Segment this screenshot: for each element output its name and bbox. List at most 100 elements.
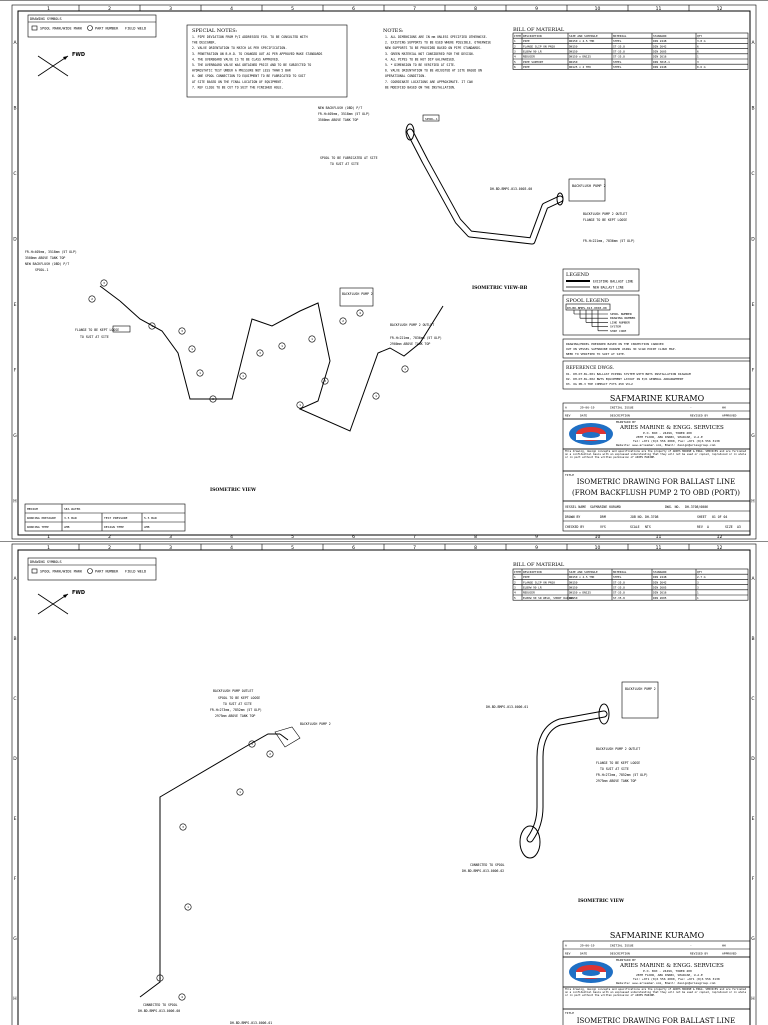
mid-label-outlet: BACKFLUSH PUMP 2 OUTLET [390,323,434,327]
left-label-suit: TO SUIT AT SITE [80,335,109,339]
revision-header: DATE [580,952,587,956]
col-number-bottom: 3 [169,534,172,540]
part-number-bubble [184,903,192,911]
row-letter: C [13,171,16,177]
col-number: 7 [413,545,416,551]
label-dims-right: FR-H=221mm, 7836mm (5T OLP) [583,239,635,243]
bom-cell: 6 [697,50,699,54]
revision-header: DESCRIPTION [610,952,630,956]
part-number-bubble [266,750,274,758]
disclaimer: This drawing, design concepts and specif… [565,450,747,459]
bom-cell: DIN 2448 [653,575,667,579]
symbol-field-weld: FIELD WELD [125,27,146,31]
special-note-line-3: 3. PENETRATION ON B.H.D. TO CHANGED OUT … [192,52,323,56]
ship-name: SAFMARINE KURAMO [610,394,705,403]
row-letter-right: C [751,171,754,177]
col-number: 5 [291,545,294,551]
row-letter-right: A [751,576,755,582]
company-name: ARIES MARINE & ENGG. SERVICES [619,425,724,431]
north-label-2: FWD [72,590,85,596]
bom-cell: ST-35.8 [613,580,625,584]
spool-1-tag: SPOOL-1 [425,117,438,121]
part-number-text: 1 [187,905,189,909]
part-number-bubble [356,309,364,317]
bom-header: MATERIAL [613,570,627,574]
bom-cell: FLANGE SLIP ON PN10 [523,44,555,48]
revision-cell: - [690,406,692,410]
bom-cell: ELBOW 90 LR [523,50,542,54]
special-note-line-0: 1. PIPE DEVIATION FROM P/I ADDRESSED FIN… [192,35,308,39]
part-number-text: 3 [103,281,105,285]
s2-label-connected-2: CONNECTED TO SPOOL [470,863,505,867]
row-letter: G [13,433,17,439]
bom-cell: DIN 2448 [653,65,667,69]
footer-job: DH-3708 [645,515,659,519]
footer-vessel: SAFMARINE KURAMO [590,505,621,509]
bom-cell: 5 [514,60,516,64]
col-number-bottom: 12 [717,534,723,540]
drawing-note-line-1: OUT ON VESSEL SAFMARINE KURAMO USING 3D … [566,347,676,351]
north-label: FWD [72,52,85,58]
row-letter: G [13,936,17,942]
bom-header: STANDARD [653,570,667,574]
part-number-text: 2 [342,319,344,323]
footer-scale_label: SCALE [630,525,640,529]
revision-cell: A [565,406,567,410]
footer-size: A3 [737,525,741,529]
left-label-tank: 3500mm ABOVE TANK TOP [25,256,65,260]
part-number-bubble [178,993,186,1001]
drawing-title-line-2: (FROM BACKFLUSH PUMP 2 TO OBD (PORT)) [572,489,740,497]
col-number-bottom: 2 [108,534,111,540]
spool-legend-box: SPOOL LEGEND DH-BD-BMPS-013-0003-00 SPOO… [562,294,640,336]
bom-cell: 3 [697,580,699,584]
bom-cell: 3 [697,60,699,64]
legend-box: LEGEND EXISTING BALLAST LINE NEW BALLAST… [562,268,640,292]
row-letter-right: G [751,433,755,439]
revision-cell: INITIAL ISSUE [610,406,634,410]
special-note-line-2: 2. VALVE ORIENTATION TO MATCH AS PER SPE… [192,46,287,50]
drawing-symbols-box-2: DRAWING SYMBOLS SPOOL MARK/WIDE MARK PAR… [27,557,157,581]
drawing-symbols-title: DRAWING SYMBOLS [30,17,62,21]
footer-job_label: JOB NO. [630,515,644,519]
label-above-tank: 3500mm ABOVE TANK TOP [318,118,358,122]
label-spool-fab: SPOOL TO BE FABRICATED AT SITE [320,156,378,160]
col-number-bottom: 1 [47,534,50,540]
col-number: 8 [474,545,477,551]
special-notes-title: SPECIAL NOTES: [192,28,238,34]
s2-label-fit-site: TO SUIT AT SITE [223,702,252,706]
bom-cell: 3 [697,586,699,590]
spool-legend-item: SYSTEM [610,325,621,329]
bom-cell: ST-35.8 [613,596,625,600]
part-number-text: 2 [91,297,93,301]
row-letter: D [13,236,17,242]
revision-cell: INITIAL ISSUE [610,944,634,948]
bom-header: QTY [697,34,702,38]
bom-cell: DN150 [569,580,578,584]
row-letter-right: D [751,236,755,242]
col-number: 9 [535,545,538,551]
legend-new: NEW BALLAST LINE [593,286,624,290]
s2-label-outlet-2: BACKFLUSH PUMP 2 OUTLET [596,747,640,751]
bom-cell: DN150 x 4.5 THK [569,575,595,579]
left-label-new: NEW BACKFLUSH (OBD) P/T [25,262,69,266]
bom-cell: 2 [514,580,516,584]
bom-cell: REDUCER [523,55,535,59]
col-number: 12 [717,6,723,12]
footer-checked_label: CHECKED BY [565,525,584,529]
label-outlet: BACKFLUSH PUMP 2 OUTLET [583,212,627,216]
isometric-view-caption: ISOMETRIC VIEW [210,487,257,493]
design-cell: AMB [144,525,150,529]
bom-cell: 4 [514,55,516,59]
part-number-text: 1 [242,374,244,378]
bom-cell: 2 [514,44,516,48]
part-number-text: 2 [269,752,271,756]
row-letter-right: E [752,816,755,822]
part-number-bubble [248,740,256,748]
row-letter-right: F [752,367,755,373]
s2-label-flange-loose: FLANGE TO BE KEPT LOOSE [596,761,640,765]
part-number-bubble [100,279,108,287]
bom-cell: ELBOW 90 SR WELD, SHORT RADIUS [523,596,574,600]
company-logo-2 [569,961,613,983]
